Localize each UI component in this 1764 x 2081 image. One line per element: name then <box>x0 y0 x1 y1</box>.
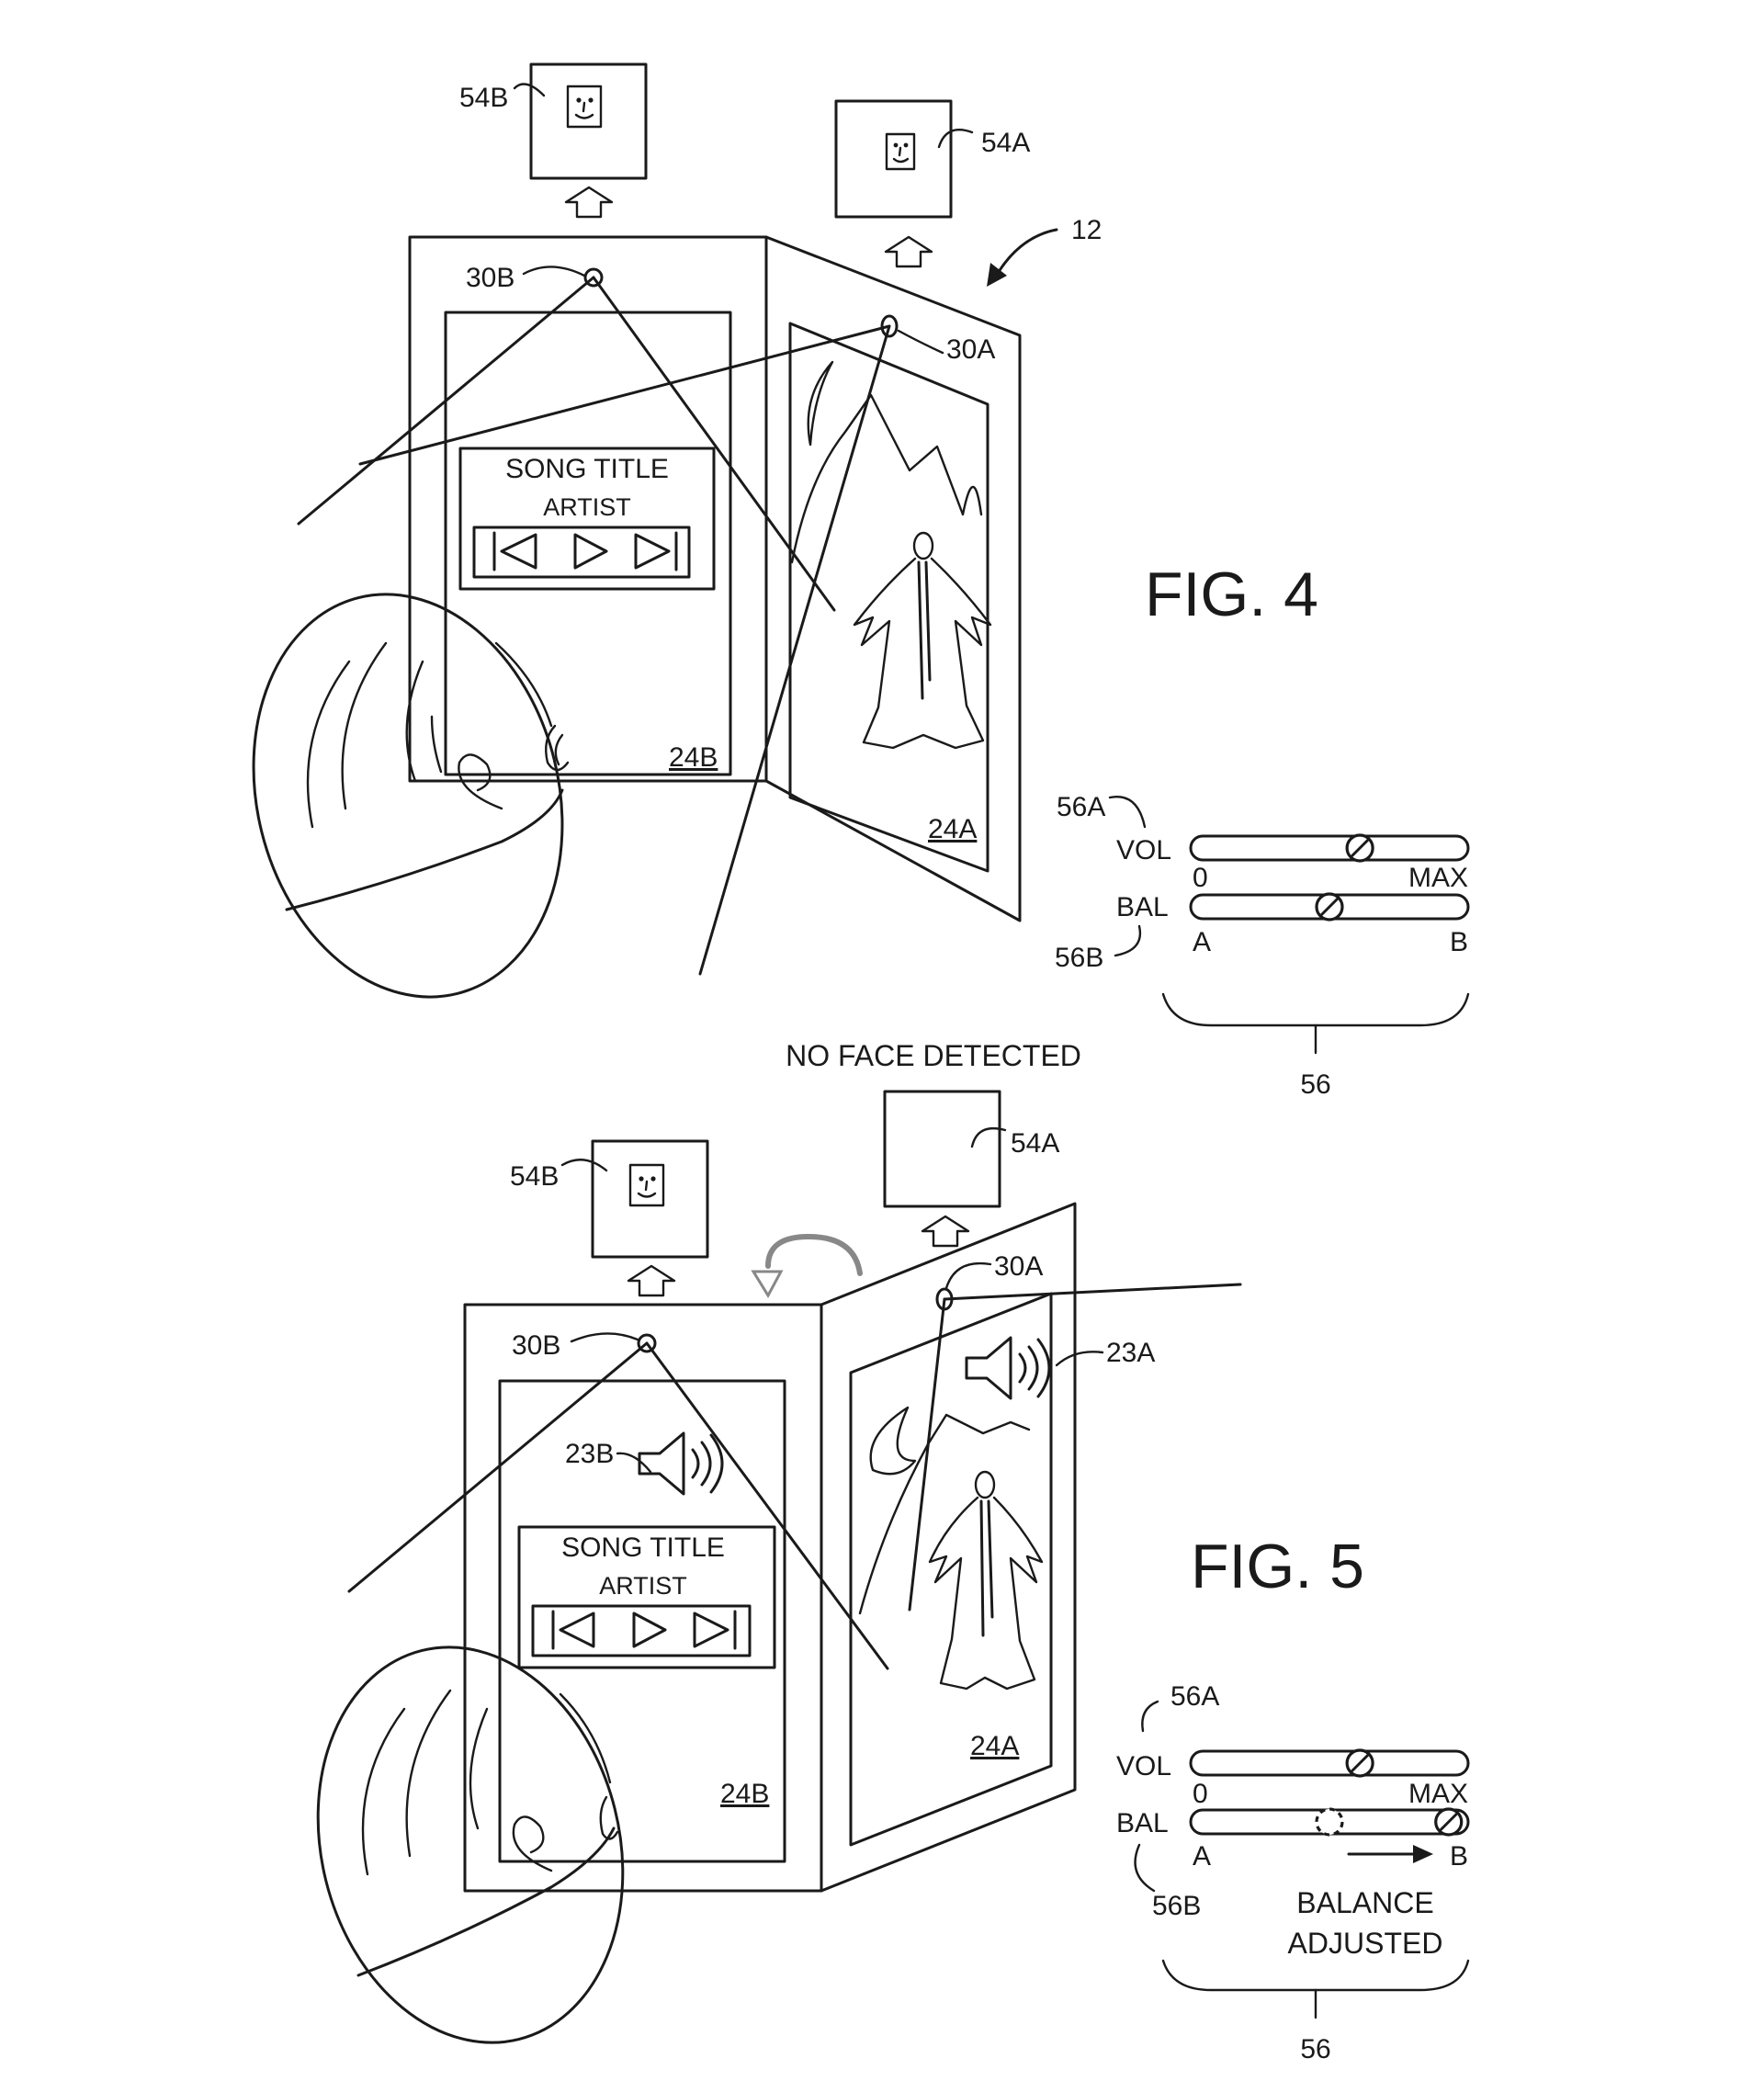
ref-56a: 56A <box>1057 792 1105 822</box>
song-title: SONG TITLE <box>505 454 669 484</box>
figure-label: FIG. 5 <box>1191 1532 1364 1601</box>
ref-54b: 54B <box>510 1161 559 1192</box>
balance-previous-position <box>1315 1807 1344 1837</box>
camera-30a <box>880 314 899 338</box>
audio-controls-panel: 56A VOL 0 MAX BAL A B 56B 56 <box>1055 792 1470 1100</box>
user-head <box>252 593 570 999</box>
balance-shift-arrow <box>1347 1845 1433 1863</box>
ref-24a: 24A <box>928 814 977 844</box>
vol-min-label: 0 <box>1193 863 1208 893</box>
balance-slider-knob[interactable] <box>1434 1807 1464 1837</box>
artist-label: ARTIST <box>543 493 631 521</box>
ref-12: 12 <box>1071 215 1102 245</box>
face-image-54a <box>834 99 974 219</box>
ref-24a: 24A <box>970 1731 1019 1761</box>
no-face-status: NO FACE DETECTED <box>786 1039 1081 1072</box>
song-title: SONG TITLE <box>561 1532 725 1563</box>
left-panel-24b: 24B <box>463 1303 823 1893</box>
bal-min-label: A <box>1193 1841 1211 1872</box>
camera-30b <box>583 267 604 288</box>
ref-54b: 54B <box>459 83 508 113</box>
ref-54a: 54A <box>981 128 1030 158</box>
device-arrow <box>987 228 1058 287</box>
ref-54a: 54A <box>1011 1128 1059 1159</box>
next-icon[interactable] <box>693 1610 737 1650</box>
figure-4: 54B 54A 12 24B <box>252 62 1470 1100</box>
ref-56: 56 <box>1300 1069 1330 1100</box>
bal-max-label: B <box>1450 1841 1468 1872</box>
right-panel-24a: 24A <box>820 1202 1104 1893</box>
play-icon[interactable] <box>573 533 608 570</box>
bal-min-label: A <box>1193 927 1211 957</box>
ref-23a: 23A <box>1106 1338 1155 1368</box>
camera-30b <box>637 1333 657 1353</box>
ref-56a: 56A <box>1170 1681 1219 1712</box>
bal-label: BAL <box>1116 1808 1169 1838</box>
face-image-54b <box>560 1139 709 1259</box>
ref-56b: 56B <box>1152 1891 1201 1921</box>
balance-slider-knob[interactable] <box>1315 892 1344 922</box>
robed-figure-icon <box>853 531 992 750</box>
right-panel-24a: 24A <box>764 235 1022 922</box>
face-image-54b <box>513 62 648 180</box>
media-player: SONG TITLE ARTIST <box>458 447 716 591</box>
vol-label: VOL <box>1116 835 1171 865</box>
user-head <box>316 1646 625 2044</box>
moon-icon <box>807 360 834 447</box>
ref-30a: 30A <box>946 334 995 365</box>
up-arrow-icon <box>921 1215 970 1248</box>
volume-slider-track[interactable] <box>1189 834 1470 862</box>
artist-label: ARTIST <box>599 1572 687 1600</box>
speaker-icon-23a <box>965 1336 1104 1400</box>
ref-30a: 30A <box>994 1251 1043 1282</box>
figure-label: FIG. 4 <box>1145 560 1318 629</box>
vol-max-label: MAX <box>1408 863 1468 893</box>
ref-56: 56 <box>1300 2034 1330 2064</box>
volume-slider-track[interactable] <box>1189 1749 1470 1777</box>
balance-note-line1: BALANCE <box>1296 1886 1433 1919</box>
face-image-54a-empty <box>883 1090 1007 1208</box>
bal-label: BAL <box>1116 892 1169 922</box>
media-player: SONG TITLE ARTIST <box>517 1525 776 1669</box>
bal-max-label: B <box>1450 927 1468 957</box>
panel-brace <box>1161 992 1470 1027</box>
mountains <box>790 393 983 564</box>
next-icon[interactable] <box>634 531 678 571</box>
rotate-arrow-icon <box>751 1233 863 1299</box>
ref-30b: 30B <box>512 1330 560 1361</box>
ref-24b: 24B <box>720 1779 769 1809</box>
ref-30b: 30B <box>466 263 514 293</box>
volume-slider-knob[interactable] <box>1345 1748 1374 1778</box>
panel-brace <box>1161 1959 1470 1992</box>
ref-56b: 56B <box>1055 943 1103 973</box>
figure-5: NO FACE DETECTED 54B 54A <box>316 1039 1470 2064</box>
play-icon[interactable] <box>632 1612 667 1648</box>
audio-controls-panel: 56A VOL 0 MAX BAL A B 56B BALANCE ADJUST… <box>1116 1681 1470 2064</box>
speaker-icon-23b <box>616 1431 724 1496</box>
moon-icon <box>869 1406 917 1476</box>
ref-23b: 23B <box>565 1439 614 1469</box>
previous-icon[interactable] <box>551 1610 595 1650</box>
up-arrow-icon <box>564 186 614 219</box>
balance-note-line2: ADJUSTED <box>1288 1927 1443 1960</box>
mountains <box>858 1413 1031 1615</box>
robed-figure-icon <box>928 1470 1044 1691</box>
up-arrow-icon <box>627 1264 676 1297</box>
previous-icon[interactable] <box>492 531 537 571</box>
vol-min-label: 0 <box>1193 1779 1208 1809</box>
vol-label: VOL <box>1116 1751 1171 1781</box>
up-arrow-icon <box>884 235 933 268</box>
ref-24b: 24B <box>669 742 718 773</box>
vol-max-label: MAX <box>1408 1779 1468 1809</box>
volume-slider-knob[interactable] <box>1345 833 1374 863</box>
